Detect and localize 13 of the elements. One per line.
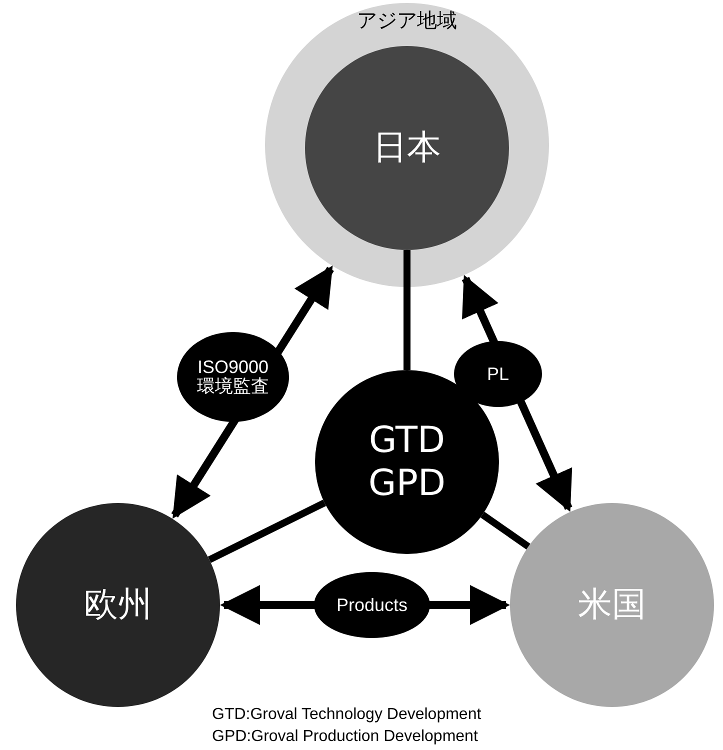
connector-line — [480, 512, 530, 550]
footnote: GPD:Groval Production Development — [212, 728, 478, 746]
node-label: アジア地域 — [356, 7, 458, 34]
edge-label: ISO9000 環境監査 — [177, 332, 289, 422]
edge-label: Products — [314, 572, 430, 638]
connector-line — [208, 500, 326, 563]
node-label: 米国 — [577, 584, 647, 626]
edge-label: PL — [454, 341, 542, 407]
node-label: GTD GPD — [367, 418, 447, 506]
node-label: 欧州 — [83, 584, 153, 626]
footnote: GTD:Groval Technology Development — [212, 706, 482, 724]
connector-line — [404, 250, 410, 370]
node-label: 日本 — [372, 128, 442, 168]
